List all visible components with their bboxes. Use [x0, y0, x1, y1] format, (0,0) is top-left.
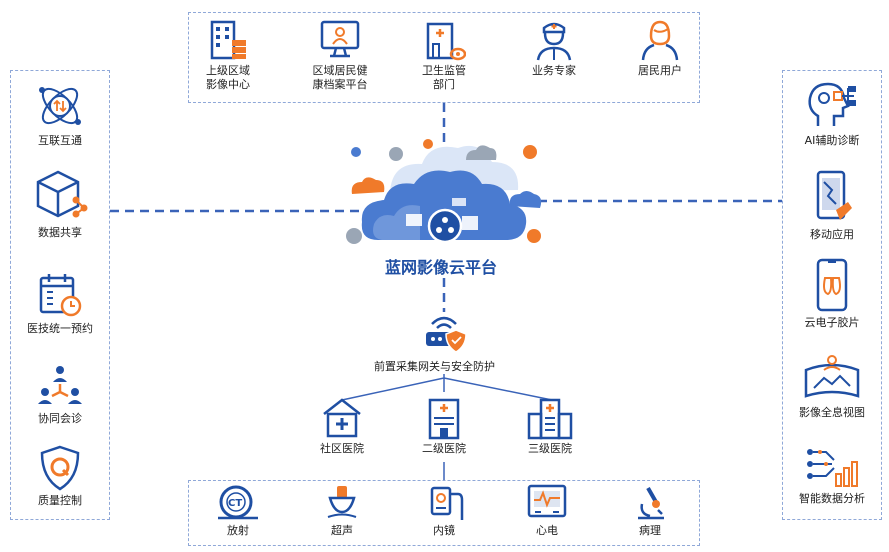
bottom-item-radiology: CT 放射: [210, 484, 266, 538]
calendar-clock-icon: [39, 274, 82, 317]
svg-text:CT: CT: [228, 498, 242, 509]
right-item-label: 影像全息视图: [799, 406, 865, 419]
top-item-health-supervision: 卫生监管 部门: [414, 18, 474, 92]
right-item-panorama: 影像全息视图: [787, 354, 877, 420]
ct-icon: CT: [218, 485, 258, 520]
community-hospital-icon: [323, 398, 361, 438]
bottom-item-label: 放射: [227, 524, 249, 537]
user-icon: [641, 20, 679, 61]
top-item-label-2: 康档案平台: [312, 78, 368, 91]
left-item-interconnect: 互联互通: [20, 80, 100, 148]
bottom-item-endoscopy: 内镜: [416, 484, 472, 538]
hospital-community: 社区医院: [310, 396, 374, 456]
bottom-item-ecg: 心电: [519, 484, 575, 538]
ai-head-icon: [808, 82, 856, 126]
collaboration-icon: [38, 366, 82, 404]
monitor-person-icon: [320, 20, 360, 58]
top-item-label: 业务专家: [532, 64, 576, 77]
doctor-icon: [536, 22, 572, 61]
bottom-panel: [188, 480, 700, 546]
quality-shield-icon: [40, 445, 80, 491]
health-office-icon: [426, 22, 466, 61]
right-item-ai-diagnosis: AI辅助诊断: [787, 80, 877, 148]
tertiary-hospital-icon: [527, 398, 573, 440]
top-item-label: 卫生监管: [422, 64, 466, 77]
right-item-label: 智能数据分析: [799, 492, 865, 505]
bottom-item-pathology: 病理: [622, 484, 678, 538]
right-item-mobile-app: 移动应用: [787, 170, 877, 242]
top-panel: [188, 12, 700, 103]
left-item-quality-control: 质量控制: [20, 444, 100, 508]
left-item-label: 互联互通: [38, 134, 82, 147]
right-item-data-analysis: 智能数据分析: [787, 442, 877, 506]
top-item-expert: 业务专家: [524, 18, 584, 78]
secondary-hospital-icon: [428, 398, 460, 440]
ecg-icon: [527, 484, 567, 518]
platform-title: 蓝网影像云平台: [385, 258, 498, 277]
gateway-router-icon: [426, 316, 467, 352]
endoscope-icon: [430, 486, 464, 520]
bottom-item-label: 心电: [536, 524, 558, 537]
hospital-label: 三级医院: [528, 442, 572, 455]
mobile-app-icon: [816, 170, 852, 220]
hospital-label: 二级医院: [422, 442, 466, 455]
top-item-label: 上级区域: [206, 64, 250, 77]
cloud-film-phone-icon: [816, 258, 848, 312]
left-panel: [10, 70, 110, 520]
left-item-label: 协同会诊: [38, 412, 82, 425]
bottom-item-label: 病理: [639, 524, 661, 537]
left-item-label: 医技统一预约: [27, 322, 93, 335]
hospital-tertiary: 三级医院: [518, 396, 582, 456]
microscope-icon: [638, 487, 664, 520]
right-panel: [782, 70, 882, 520]
top-item-label-2: 部门: [433, 78, 455, 91]
left-item-data-share: 数据共享: [20, 168, 100, 240]
cloud-platform-graphic: [346, 139, 542, 244]
bottom-item-ultrasound: 超声: [314, 484, 370, 538]
top-item-regional-imaging-center: 上级区域 影像中心: [198, 18, 258, 92]
ultrasound-icon: [327, 486, 357, 518]
right-item-label: AI辅助诊断: [804, 134, 860, 147]
interconnect-icon: [39, 87, 81, 125]
right-item-label: 移动应用: [810, 228, 854, 241]
building-server-icon: [210, 20, 246, 60]
hospital-secondary: 二级医院: [412, 396, 476, 456]
left-item-consultation: 协同会诊: [20, 362, 100, 426]
right-item-cloud-film: 云电子胶片: [787, 258, 877, 330]
bottom-item-label: 内镜: [433, 524, 455, 537]
gateway-label: 前置采集网关与安全防护: [374, 360, 495, 373]
data-analysis-icon: [807, 449, 858, 487]
right-item-label: 云电子胶片: [804, 316, 860, 329]
top-item-health-record-platform: 区域居民健 康档案平台: [302, 18, 378, 92]
top-item-label-2: 影像中心: [206, 78, 250, 91]
top-item-label: 居民用户: [638, 64, 682, 77]
top-item-resident: 居民用户: [630, 18, 690, 78]
panorama-view-icon: [804, 355, 860, 398]
left-item-label: 数据共享: [38, 226, 82, 239]
top-item-label: 区域居民健: [312, 64, 368, 77]
hospital-label: 社区医院: [320, 442, 364, 455]
data-cube-share-icon: [36, 170, 88, 218]
left-item-label: 质量控制: [38, 494, 82, 507]
left-item-unified-booking: 医技统一预约: [20, 270, 100, 336]
bottom-item-label: 超声: [331, 524, 353, 537]
